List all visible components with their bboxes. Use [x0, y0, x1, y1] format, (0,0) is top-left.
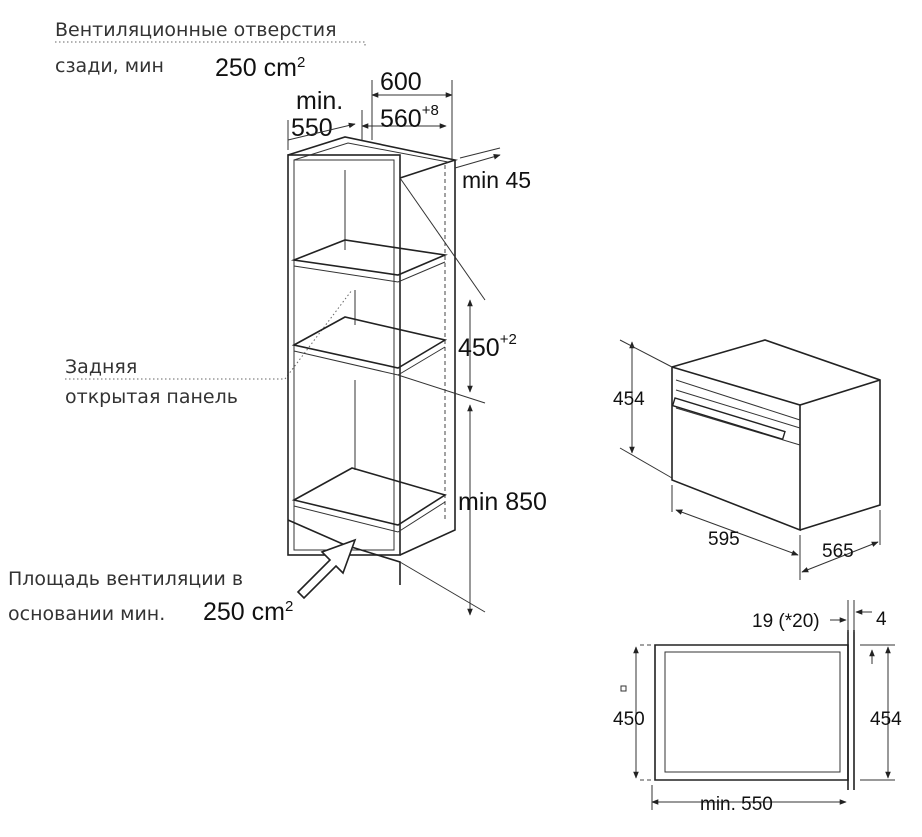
dim-sec-450: 450 [613, 709, 645, 730]
rear-vent-label-line2: сзади, мин [55, 55, 164, 77]
rear-vent-label-line1: Вентиляционные отверстия [55, 19, 337, 41]
back-panel-label-line2: открытая панель [65, 386, 238, 408]
back-panel-leader [65, 289, 353, 380]
dim-app-565: 565 [822, 541, 854, 562]
base-vent-label-line2: основании мин. [8, 603, 165, 625]
dim-width-600: 600 [380, 68, 422, 96]
rear-vent-value: 250 cm2 [215, 54, 305, 82]
appliance-dimensions: 454 595 565 [613, 339, 881, 580]
dim-min-850: min 850 [458, 488, 547, 516]
cabinet-drawing [287, 136, 486, 613]
cabinet-dimensions: 600 560+8 min. 550 min 45 450+2 min 850 [287, 68, 547, 616]
dim-min-45: min 45 [462, 167, 531, 193]
base-vent-value: 250 cm2 [203, 598, 293, 626]
appliance-drawing [671, 339, 881, 532]
dim-sec-454: 454 [870, 709, 902, 730]
dim-app-595: 595 [708, 529, 740, 550]
rear-vent-leader [55, 41, 366, 48]
dim-offset-4: 4 [876, 609, 887, 630]
dim-sec-min-550: min. 550 [700, 794, 773, 815]
oven-handle [671, 397, 786, 441]
dim-min-word: min. [296, 87, 343, 115]
base-vent-label-line1: Площадь вентиляции в [8, 568, 243, 590]
dim-niche-450: 450+2 [458, 331, 517, 362]
dim-front-19: 19 (*20) [752, 611, 820, 632]
back-panel-label-line1: Задняя [65, 356, 137, 378]
airflow-arrow-icon [296, 538, 357, 600]
section-dimensions: 19 (*20) 4 450 454 min. 550 [613, 600, 902, 815]
section-drawing [620, 630, 855, 790]
dim-width-560: 560+8 [380, 102, 439, 133]
dim-app-454: 454 [613, 389, 645, 410]
